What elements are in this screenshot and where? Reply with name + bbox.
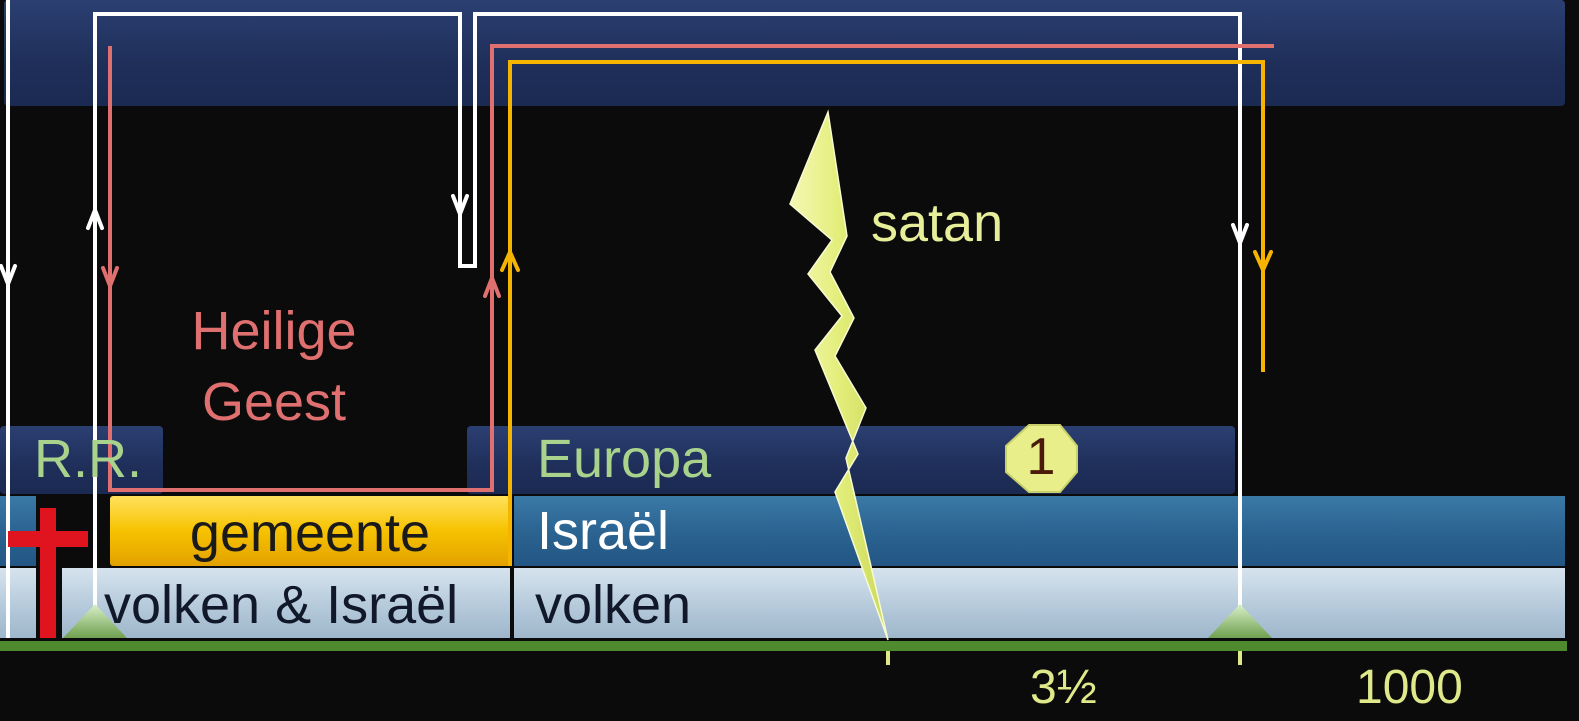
gold-path <box>508 60 1265 566</box>
holy-spirit-label: Heilige Geest <box>181 296 367 439</box>
church-label: gemeente <box>189 503 431 563</box>
gold-arrowheads <box>500 247 1273 275</box>
triangle-marker-icon <box>1208 604 1272 638</box>
holy-spirit-label-line1: Heilige <box>191 301 357 361</box>
heaven-band <box>4 0 1565 106</box>
cross-icon <box>8 508 88 638</box>
nations-band <box>514 568 1565 638</box>
spirit-arrowheads <box>101 266 501 298</box>
badge-number: 1 <box>1026 428 1056 486</box>
lightning-bolt-icon <box>789 109 889 641</box>
triangle-marker-icon <box>63 604 127 638</box>
tick-mark-1000 <box>1238 651 1242 665</box>
octagon-badge-icon <box>1005 424 1078 493</box>
timeline-baseline <box>0 641 1567 651</box>
nations-israel-band <box>62 568 510 638</box>
nations-label: volken <box>535 575 692 635</box>
israel-label: Israël <box>537 501 670 561</box>
holy-spirit-label-line2: Geest <box>201 372 347 433</box>
tick-label-1000: 1000 <box>1356 661 1463 714</box>
satan-label: satan <box>871 193 1004 253</box>
europe-label: Europa <box>537 429 712 489</box>
tick-mark-half <box>886 651 890 665</box>
roman-empire-band <box>0 426 163 494</box>
spirit-path <box>108 44 1274 492</box>
tick-label-half: 3½ <box>1030 661 1097 714</box>
roman-empire-label: R.R. <box>34 429 142 489</box>
israel-band <box>514 496 1565 566</box>
white-arrowheads <box>0 194 1249 290</box>
nations-israel-label: volken & Israël <box>104 575 459 635</box>
church-band <box>110 496 510 566</box>
